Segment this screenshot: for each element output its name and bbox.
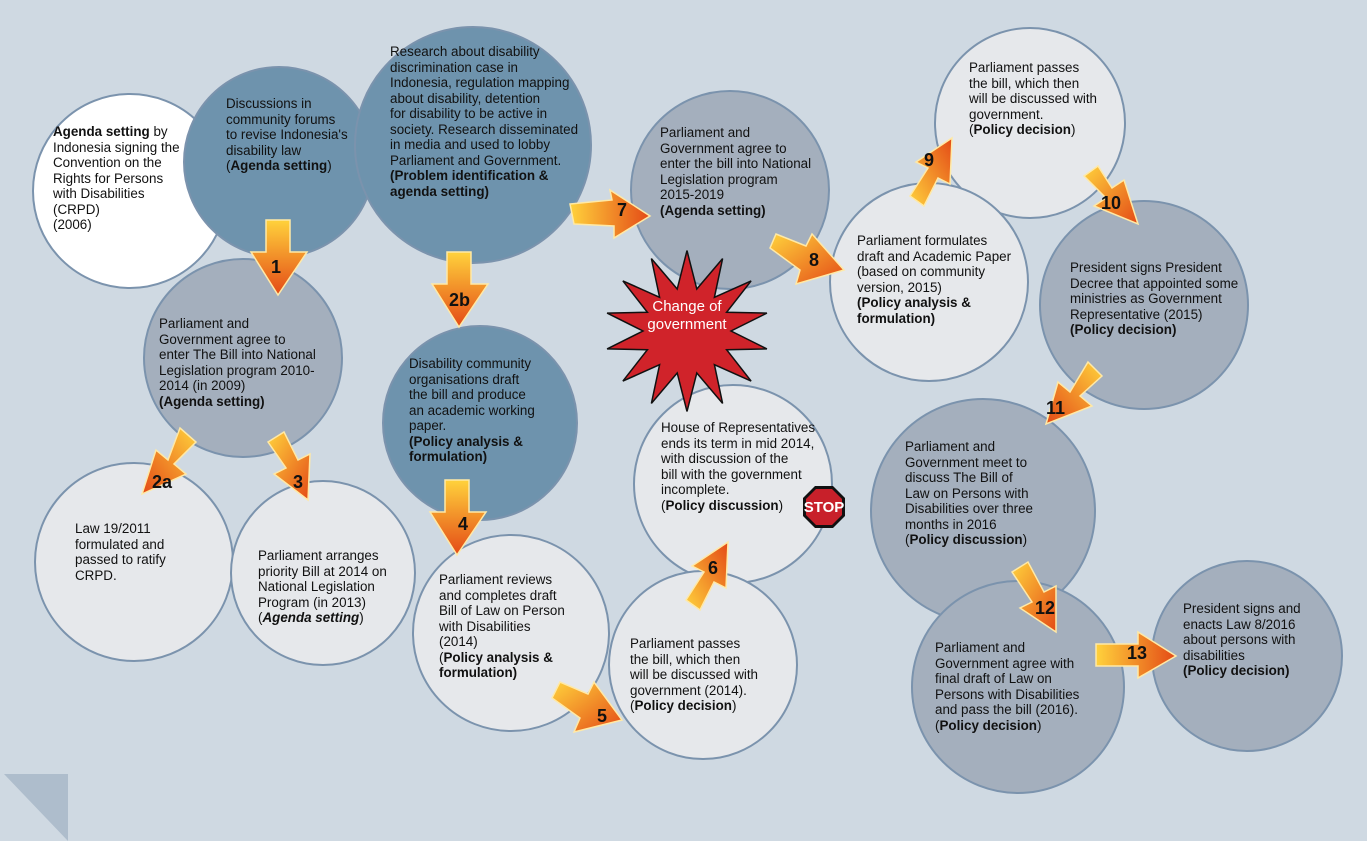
page-fold-corner	[0, 770, 70, 841]
step-arrow-2a	[140, 426, 198, 496]
step-label-5: 5	[597, 706, 608, 726]
node-community-draft: Disability community organisations draft…	[409, 356, 535, 464]
node-prolegnas-2015: Parliament and Government agree to enter…	[660, 125, 812, 218]
step-label-1: 1	[271, 257, 282, 277]
step-arrow-5	[551, 680, 624, 734]
circle-enacts-law	[1151, 560, 1343, 752]
node-final-draft: Parliament and Government agree with fin…	[935, 640, 1080, 733]
node-enacts-law: President signs and enacts Law 8/2016 ab…	[1183, 601, 1301, 678]
node-community-forums: Discussions in community forums to revis…	[226, 96, 348, 173]
step-arrow-10	[1082, 164, 1140, 226]
change-of-government-star	[606, 250, 768, 412]
star-shape	[606, 250, 768, 412]
step-label-11: 11	[1046, 398, 1066, 418]
step-label-13: 13	[1127, 643, 1148, 663]
node-academic-paper: Parliament formulates draft and Academic…	[857, 233, 1012, 326]
node-priority-bill: Parliament arranges priority Bill at 201…	[258, 548, 387, 625]
step-arrow-4	[428, 479, 488, 557]
circle-law-19-2011	[34, 462, 234, 662]
step-label-3: 3	[293, 472, 304, 492]
node-president-decree: President signs President Decree that ap…	[1070, 260, 1239, 337]
step-label-10: 10	[1101, 193, 1122, 213]
step-label-2b: 2b	[449, 290, 471, 310]
step-label-8: 8	[809, 250, 820, 270]
circle-community-draft	[382, 325, 578, 521]
node-research: Research about disability discrimination…	[390, 44, 579, 199]
node-prolegnas-2010: Parliament and Government agree to enter…	[159, 316, 316, 409]
step-arrow-2b	[430, 251, 490, 329]
circle-prolegnas-2010	[143, 258, 343, 458]
stop-sign-label: STOP	[803, 499, 845, 516]
circle-final-draft	[911, 580, 1125, 794]
change-of-government-label: Change of government	[647, 298, 727, 333]
circle-president-decree	[1039, 200, 1249, 410]
stop-sign-icon	[803, 486, 845, 528]
step-arrow-8	[769, 232, 846, 286]
node-discuss-2016: Parliament and Government meet to discus…	[905, 439, 1034, 547]
circle-priority-bill	[230, 480, 416, 666]
circle-research	[354, 26, 592, 264]
step-arrow-13	[1095, 630, 1178, 680]
step-arrow-7	[569, 188, 652, 240]
step-arrow-11	[1044, 360, 1104, 426]
node-parliament-reviews: Parliament reviews and completes draft B…	[439, 572, 565, 680]
step-arrow-3	[266, 430, 311, 502]
circle-house-term	[633, 384, 833, 584]
node-house-term: House of Representatives ends its term i…	[661, 420, 816, 513]
node-law-19-2011: Law 19/2011 formulated and passed to rat…	[75, 521, 166, 583]
step-arrow-6	[684, 540, 729, 612]
node-agenda-setting-crpd: Agenda setting by Indonesia signing the …	[53, 124, 180, 232]
step-label-9: 9	[924, 150, 935, 170]
step-arrow-9	[908, 136, 953, 208]
node-parliament-passes: Parliament passes the bill, which then w…	[969, 60, 1098, 137]
node-parliament-passes-2014: Parliament passes the bill, which then w…	[630, 636, 759, 713]
step-label-7: 7	[617, 200, 628, 220]
step-label-2a: 2a	[152, 472, 173, 492]
step-label-6: 6	[708, 558, 719, 578]
step-label-4: 4	[458, 514, 469, 534]
step-label-12: 12	[1035, 598, 1056, 618]
step-arrow-12	[1010, 560, 1057, 634]
step-arrow-1	[249, 219, 309, 297]
